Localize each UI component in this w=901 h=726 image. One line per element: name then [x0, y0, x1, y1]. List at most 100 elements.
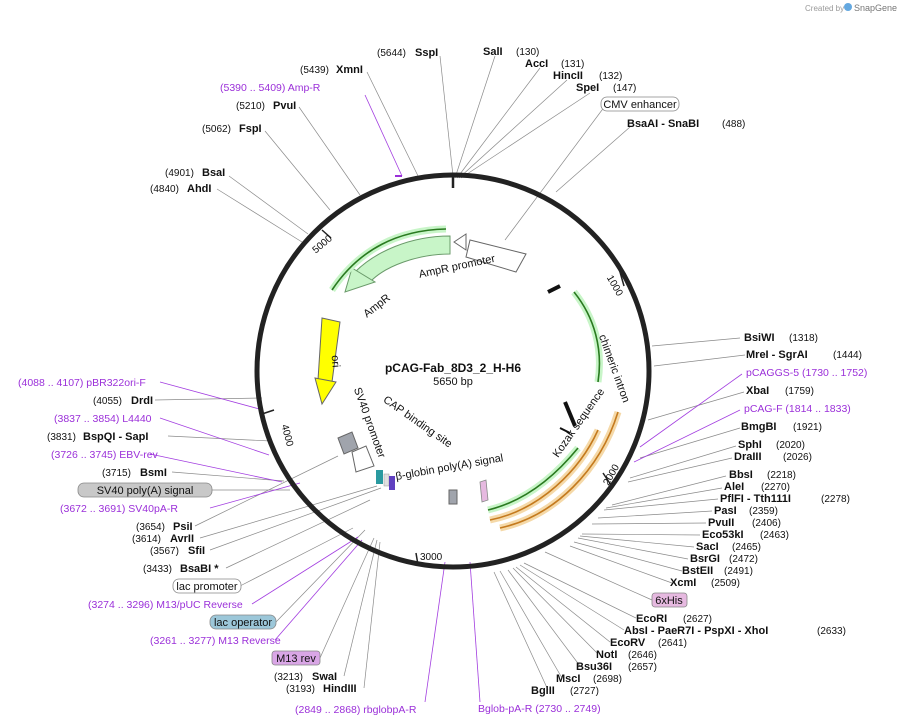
site-pos: (2633)	[817, 626, 846, 637]
site-name: MreI - SgrAI	[746, 349, 808, 361]
kozak-primer-arc	[487, 447, 579, 511]
feature-box-lac-operator	[209, 614, 277, 630]
features	[314, 233, 577, 505]
pcag-primer-arc-1	[489, 429, 599, 521]
kozak-marker	[559, 427, 571, 434]
site-pos: (2627)	[683, 614, 712, 625]
feature-box-label: M13 rev	[276, 653, 316, 665]
site-pos: (1444)	[833, 350, 862, 361]
site-pos: (2270)	[761, 482, 790, 493]
site-name: AleI	[724, 481, 744, 493]
site-name: Eco53kI	[702, 529, 744, 541]
feature-box-label: SV40 poly(A) signal	[97, 485, 194, 497]
feature-box-m13rev	[271, 650, 321, 666]
feature-label-ampr: AmpR	[361, 292, 393, 320]
site-pos: (1921)	[793, 422, 822, 433]
site-name: AccI	[525, 58, 548, 70]
brand-text: SnapGene	[854, 3, 897, 13]
primer-label-m13-reverse: (3261 .. 3277) M13 Reverse	[150, 635, 281, 647]
primer-label-pcaggs-5: pCAGGS-5 (1730 .. 1752)	[746, 367, 867, 379]
snapgene-logo-icon	[844, 3, 852, 11]
site-name: SwaI	[312, 671, 337, 683]
primer-arcs	[329, 175, 622, 532]
site-name: SphI	[738, 439, 762, 451]
site-pos: (5210)	[236, 101, 265, 112]
site-name: DraIII	[734, 451, 762, 463]
site-pos: (3831)	[47, 432, 76, 443]
site-name: HincII	[553, 70, 583, 82]
primer-label-ebv-rev: (3726 .. 3745) EBV-rev	[51, 449, 159, 461]
site-pos: (2026)	[783, 452, 812, 463]
feature-label-ori: ori	[329, 355, 342, 368]
site-name: BstEII	[682, 565, 713, 577]
site-pos: (3567)	[150, 546, 179, 557]
primer-label-amp-r: (5390 .. 5409) Amp-R	[220, 82, 321, 94]
site-pos: (4840)	[150, 184, 179, 195]
site-name: BmgBI	[741, 421, 776, 433]
feature-box-label: CMV enhancer	[603, 99, 677, 111]
site-pos: (2218)	[767, 470, 796, 481]
site-pos: (2698)	[593, 674, 622, 685]
cap-binding-arrow	[351, 445, 375, 473]
site-name: MscI	[556, 673, 580, 685]
site-name: AvrII	[170, 533, 194, 545]
site-pos: (5062)	[202, 124, 231, 135]
site-pos: (2727)	[570, 686, 599, 697]
ampr-arrow-head	[344, 267, 377, 293]
plasmid-name: pCAG-Fab_8D3_2_H-H6	[385, 361, 521, 375]
plasmid-backbone	[254, 172, 652, 570]
plasmid-size: 5650 bp	[433, 376, 473, 388]
ampr-promoter-head	[453, 233, 467, 251]
m13-marker	[389, 476, 395, 490]
site-name: SfiI	[188, 545, 205, 557]
site-pos: (4901)	[165, 168, 194, 179]
ampr-primer-arc	[331, 228, 447, 291]
site-pos: (2491)	[724, 566, 753, 577]
primer-leader-lines	[149, 94, 743, 703]
site-pos: (2406)	[752, 518, 781, 529]
feature-box-his	[651, 592, 688, 608]
primer-label-m13puc-reverse: (3274 .. 3296) M13/pUC Reverse	[88, 599, 243, 611]
intron-primer-arc	[573, 291, 601, 383]
site-pos: (3213)	[274, 672, 303, 683]
site-name: EcoRV	[610, 637, 646, 649]
site-name: XcmI	[670, 577, 696, 589]
site-name: XmnI	[336, 64, 363, 76]
feature-label-cap-binding-site: CAP binding site	[381, 394, 454, 450]
site-pos: (132)	[599, 71, 622, 82]
feature-box-label: 6xHis	[655, 595, 683, 607]
site-pos: (2020)	[776, 440, 805, 451]
site-pos: (3715)	[102, 468, 131, 479]
site-name: SpeI	[576, 82, 599, 94]
site-pos: (147)	[613, 83, 636, 94]
site-name: Bsu36I	[576, 661, 612, 673]
site-name: AhdI	[187, 183, 211, 195]
ampr-promoter-arrow	[465, 239, 527, 273]
site-pos: (2472)	[729, 554, 758, 565]
primer-label-sv40pa-r: (3672 .. 3691) SV40pA-R	[60, 503, 178, 515]
site-name: BbsI	[729, 469, 753, 481]
feature-box-sv40	[77, 482, 213, 498]
feature-box-lac-promoter	[172, 578, 242, 594]
site-pos: (2465)	[732, 542, 761, 553]
beta-globin-polya-box	[448, 489, 458, 505]
primer-label-l4440: (3837 .. 3854) L4440	[54, 413, 152, 425]
site-name: BsiWI	[744, 332, 775, 344]
pcag-primer-arc-2	[499, 411, 619, 529]
site-name: AbsI - PaeR7I - PspXI - XhoI	[624, 625, 768, 637]
sv40-promoter-box	[337, 431, 359, 455]
feature-label-ampr-promoter: AmpR promoter	[418, 253, 497, 281]
primer-label-bglob-pa-r: Bglob-pA-R (2730 .. 2749)	[478, 703, 601, 715]
lac-promoter-marker	[383, 473, 390, 487]
site-name: BsaI	[202, 167, 225, 179]
site-name: FspI	[239, 123, 262, 135]
site-pos: (3433)	[143, 564, 172, 575]
site-pos: (2509)	[711, 578, 740, 589]
site-pos: (2463)	[760, 530, 789, 541]
site-name: BsaAI - SnaBI	[627, 118, 699, 130]
site-name: PasI	[714, 505, 737, 517]
site-name: PvuII	[708, 517, 734, 529]
site-pos: (1759)	[785, 386, 814, 397]
